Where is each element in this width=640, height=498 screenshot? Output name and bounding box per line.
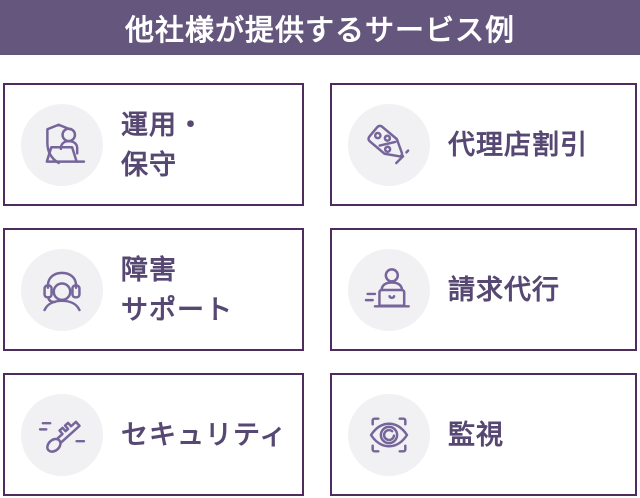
icon-circle — [21, 103, 103, 186]
card-security: セキュリティ — [3, 373, 304, 496]
security-key-icon — [38, 420, 86, 453]
icon-circle — [21, 248, 103, 331]
page-title: 他社様が提供するサービス例 — [124, 14, 515, 47]
icon-circle — [348, 103, 430, 186]
card-label: 代理店割引 — [448, 129, 588, 160]
card-label: 運用・ 保守 — [121, 109, 205, 180]
icon-circle — [348, 393, 430, 476]
card-failure-support: 障害 サポート — [3, 228, 304, 351]
headset-support-icon — [43, 271, 81, 311]
shield-operator-icon — [45, 123, 86, 164]
header-band: 他社様が提供するサービス例 — [0, 0, 640, 55]
card-operation-maintenance: 運用・ 保守 — [3, 83, 304, 206]
discount-tag-icon — [367, 124, 410, 164]
card-agency-discount: 代理店割引 — [330, 83, 637, 206]
card-monitoring: 監視 — [330, 373, 637, 496]
card-label: 障害 サポート — [121, 254, 233, 325]
card-label: セキュリティ — [121, 419, 288, 450]
card-billing-agency: 請求代行 — [330, 228, 637, 351]
billing-agent-icon — [364, 267, 410, 308]
card-label: 請求代行 — [448, 274, 560, 305]
monitoring-eye-icon — [369, 416, 409, 453]
icon-circle — [348, 248, 430, 331]
service-cards-grid: 運用・ 保守 代理店割引 — [0, 83, 640, 496]
icon-circle — [21, 393, 103, 476]
card-label: 監視 — [448, 419, 504, 450]
